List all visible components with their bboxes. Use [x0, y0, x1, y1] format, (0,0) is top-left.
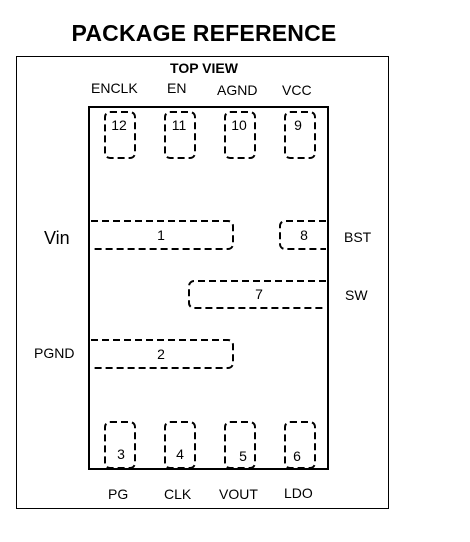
- pin-name-pg: PG: [108, 486, 129, 502]
- pad-number-11: 11: [172, 117, 187, 133]
- pad-number-4: 4: [176, 446, 184, 462]
- pad-number-5: 5: [239, 448, 247, 464]
- pad-4: [164, 421, 196, 469]
- pad-8: [279, 220, 326, 250]
- pin-name-sw: SW: [345, 287, 368, 303]
- pin-name-en: EN: [167, 80, 187, 96]
- pin-name-agnd: AGND: [217, 82, 258, 98]
- pad-number-2: 2: [157, 346, 165, 362]
- pad-number-3: 3: [117, 446, 125, 462]
- pad-12: [104, 111, 136, 159]
- pad-number-10: 10: [231, 117, 247, 133]
- pad-1: [91, 220, 234, 250]
- pad-3: [104, 421, 136, 469]
- pin-name-ldo: LDO: [284, 485, 313, 501]
- pad-number-7: 7: [255, 286, 263, 302]
- pin-name-vcc: VCC: [282, 82, 312, 98]
- pad-number-1: 1: [157, 227, 165, 243]
- package-body: [88, 106, 329, 470]
- pin-name-clk: CLK: [164, 486, 192, 502]
- pad-number-12: 12: [111, 117, 127, 133]
- pad-7: [188, 280, 326, 309]
- pad-number-9: 9: [294, 117, 302, 133]
- pad-9: [284, 111, 316, 159]
- figure-frame: [16, 56, 389, 509]
- pin-name-vin: Vin: [44, 228, 70, 248]
- pad-number-8: 8: [300, 227, 308, 243]
- pad-number-6: 6: [293, 448, 301, 464]
- pad-5: [224, 421, 256, 469]
- pad-2: [91, 339, 234, 369]
- pad-11: [164, 111, 196, 159]
- pin-name-vout: VOUT: [219, 486, 258, 502]
- pin-name-pgnd: PGND: [34, 345, 75, 361]
- pad-10: [224, 111, 256, 159]
- pin-name-enclk: ENCLK: [91, 80, 138, 96]
- pad-6: [284, 421, 316, 469]
- pin-name-bst: BST: [344, 229, 372, 245]
- view-label: TOP VIEW: [170, 60, 238, 76]
- diagram-title: PACKAGE REFERENCE: [71, 20, 337, 46]
